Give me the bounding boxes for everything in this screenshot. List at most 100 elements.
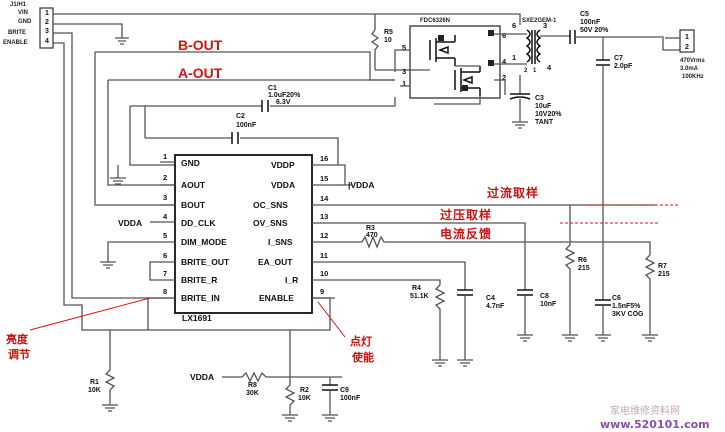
svg-text:100nF: 100nF [236,122,257,129]
svg-text:2: 2 [163,173,167,182]
svg-text:13: 13 [320,212,328,221]
svg-text:215: 215 [658,271,670,278]
svg-text:6.3V: 6.3V [276,99,291,106]
svg-text:4: 4 [163,212,168,221]
svg-text:6: 6 [163,251,167,260]
svg-text:GND: GND [181,158,200,168]
watermark-url: www.520101.com [600,418,710,431]
svg-text:2: 2 [502,73,506,82]
svg-text:215: 215 [578,265,590,272]
svg-text:11: 11 [320,251,328,260]
svg-text:2.0pF: 2.0pF [614,63,633,70]
svg-text:C4: C4 [486,295,495,302]
svg-text:VDDA: VDDA [271,180,295,190]
svg-text:15: 15 [320,174,328,183]
svg-text:R8: R8 [248,382,257,389]
svg-text:1: 1 [402,79,406,88]
svg-text:14: 14 [320,194,329,203]
transformer: SXE2GEM-1 6 1 3 2 1 4 [512,18,557,74]
svg-text:C1: C1 [268,85,277,92]
svg-text:30K: 30K [246,390,259,397]
svg-text:SXE2GEM-1: SXE2GEM-1 [522,18,557,24]
input-connector-ref: J1/H1 [10,2,27,8]
svg-text:1: 1 [685,34,689,41]
svg-text:BRITE: BRITE [8,30,26,36]
input-connector: J1/H1 1 2 3 4 VIN GND BRITE ENABLE [3,2,54,49]
svg-text:2: 2 [685,44,689,51]
svg-text:GND: GND [18,19,32,25]
svg-text:7: 7 [163,269,167,278]
svg-text:3.0mA: 3.0mA [680,66,699,72]
svg-text:OC_SNS: OC_SNS [253,200,288,210]
brightness-annotation-line2: 调节 [8,347,30,361]
svg-text:C7: C7 [614,55,623,62]
svg-text:5: 5 [163,231,167,240]
svg-text:R1: R1 [90,379,99,386]
svg-text:10: 10 [384,37,392,44]
output-connector: 1 2 470Vrms 3.0mA 100KHz [679,29,705,80]
svg-text:C5: C5 [580,11,589,18]
svg-text:10uF: 10uF [535,103,552,110]
current-feedback-annotation: 电流反馈 [440,226,492,241]
overvoltage-annotation: 过压取样 [440,207,492,222]
svg-text:C6: C6 [612,295,621,302]
svg-text:3: 3 [402,67,406,76]
svg-text:FDC6326N: FDC6326N [420,18,450,24]
svg-text:2: 2 [45,19,49,26]
lx1691-ic: LX1691 1 GND 2 AOUT 3 BOUT 4 DD_CLK 5 DI… [160,152,335,323]
ic-name: LX1691 [182,313,212,323]
svg-text:51.1K: 51.1K [410,293,429,300]
svg-text:1: 1 [45,10,49,17]
svg-text:AOUT: AOUT [181,180,206,190]
svg-text:DIM_MODE: DIM_MODE [181,237,227,247]
svg-text:100nF: 100nF [580,19,601,26]
svg-text:3KV COG: 3KV COG [612,311,644,318]
b-out-label: B-OUT [178,37,223,53]
svg-text:R4: R4 [412,285,421,292]
svg-text:6: 6 [512,21,516,30]
svg-text:VDDA: VDDA [118,218,142,228]
svg-text:3: 3 [543,21,547,30]
svg-text:DD_CLK: DD_CLK [181,218,216,228]
svg-text:9: 9 [320,287,324,296]
svg-text:VDDP: VDDP [271,160,295,170]
svg-text:3: 3 [163,193,167,202]
svg-text:C8: C8 [540,293,549,300]
svg-text:R7: R7 [658,263,667,270]
svg-text:1: 1 [533,68,537,74]
svg-text:16: 16 [320,154,328,163]
svg-text:4: 4 [502,57,507,66]
svg-text:BRITE_OUT: BRITE_OUT [181,257,230,267]
svg-text:OV_SNS: OV_SNS [253,218,288,228]
watermark-title: 家电维修资料网 [610,404,680,417]
light-annotation-line2: 使能 [351,350,374,364]
svg-text:I_SNS: I_SNS [268,237,293,247]
svg-text:1: 1 [512,53,516,62]
a-out-label: A-OUT [178,65,223,81]
svg-text:R3: R3 [366,225,375,232]
svg-text:R6: R6 [578,257,587,264]
svg-text:10: 10 [320,269,328,278]
svg-text:10K: 10K [88,387,101,394]
svg-text:12: 12 [320,231,328,240]
svg-text:ENABLE: ENABLE [259,293,294,303]
light-annotation-line1: 点灯 [350,334,372,348]
mosfet-pair: FDC6326N 5 3 1 6 4 2 [402,18,507,105]
svg-text:5: 5 [402,43,406,52]
svg-text:BRITE_IN: BRITE_IN [181,293,220,303]
svg-text:C9: C9 [340,387,349,394]
svg-text:470: 470 [366,232,378,239]
svg-text:VIN: VIN [18,10,28,16]
svg-text:10K: 10K [298,395,311,402]
svg-text:|VDDA: |VDDA [348,180,374,190]
svg-text:100nF: 100nF [340,395,361,402]
svg-text:C2: C2 [236,113,245,120]
svg-text:VDDA: VDDA [190,372,214,382]
svg-text:4.7nF: 4.7nF [486,303,505,310]
svg-text:8: 8 [163,287,167,296]
svg-text:4: 4 [45,38,49,45]
svg-text:C3: C3 [535,95,544,102]
ic-left-pins: 1 GND 2 AOUT 3 BOUT 4 DD_CLK 5 DIM_MODE … [160,152,230,303]
svg-text:10nF: 10nF [540,301,557,308]
